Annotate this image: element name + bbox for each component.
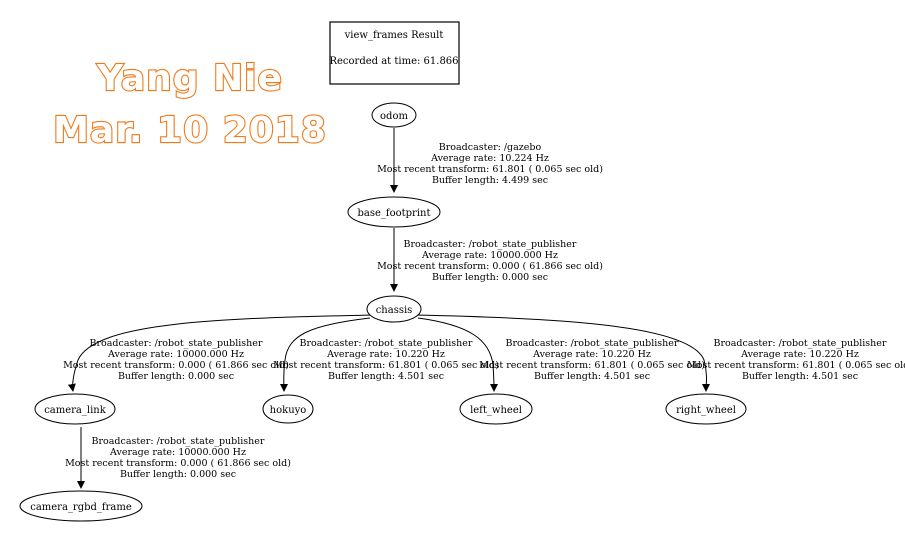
edge-label-line: Buffer length: 4.501 sec: [328, 371, 444, 382]
edge-label-line: Broadcaster: /gazebo: [439, 142, 542, 153]
edges: [67, 128, 711, 489]
node-label: odom: [380, 111, 408, 122]
edge-label-line: Buffer length: 4.501 sec: [534, 371, 650, 382]
edge-label-line: Buffer length: 0.000 sec: [118, 371, 234, 382]
edge-label-line: Most recent transform: 0.000 ( 61.866 se…: [63, 360, 289, 371]
edge-label-line: Broadcaster: /robot_state_publisher: [506, 338, 679, 349]
edge-label-line: Most recent transform: 61.801 ( 0.065 se…: [377, 164, 603, 175]
edge-label-line: Broadcaster: /robot_state_publisher: [404, 239, 577, 250]
node-label: camera_link: [44, 405, 107, 416]
edge-label-line: Buffer length: 0.000 sec: [432, 272, 548, 283]
watermark-date: Mar. 10 2018: [52, 109, 327, 152]
edge-label-line: Average rate: 10.220 Hz: [326, 349, 445, 360]
node-label: chassis: [376, 305, 413, 316]
title-text: view_frames Result: [344, 30, 444, 41]
watermark-name: Yang Nie: [96, 57, 283, 100]
recorded-time-text: Recorded at time: 61.866: [329, 56, 458, 67]
edge-label-line: Buffer length: 0.000 sec: [120, 469, 236, 480]
node-label: hokuyo: [270, 405, 307, 416]
edge-chassis-right-wheel: [413, 314, 711, 392]
edge-label-line: Most recent transform: 0.000 ( 61.866 se…: [65, 458, 291, 469]
edge-chassis-hokuyo: [279, 317, 371, 392]
edge-chassis-left-wheel: [417, 317, 498, 392]
edge-label-line: Buffer length: 4.501 sec: [742, 371, 858, 382]
edge-label-line: Average rate: 10000.000 Hz: [107, 349, 244, 360]
edge-label-line: Most recent transform: 0.000 ( 61.866 se…: [377, 261, 603, 272]
node-right-wheel[interactable]: right_wheel: [665, 393, 747, 425]
node-hokuyo[interactable]: hokuyo: [262, 394, 314, 424]
edge-label-line: Most recent transform: 61.801 ( 0.065 se…: [687, 360, 905, 371]
node-odom[interactable]: odom: [371, 102, 417, 128]
edge-label-line: Broadcaster: /robot_state_publisher: [300, 338, 473, 349]
edge-label-line: Broadcaster: /robot_state_publisher: [92, 436, 265, 447]
title-box: view_frames Result Recorded at time: 61.…: [329, 21, 460, 85]
node-label: base_footprint: [357, 208, 430, 219]
edge-label-line: Average rate: 10000.000 Hz: [421, 250, 558, 261]
node-chassis[interactable]: chassis: [366, 295, 422, 323]
nodes: odom base_footprint chassis camera_link …: [19, 102, 747, 522]
label-chassis-hokuyo: Broadcaster: /robot_state_publisher Aver…: [273, 338, 499, 382]
edge-label-line: Average rate: 10.224 Hz: [430, 153, 549, 164]
node-left-wheel[interactable]: left_wheel: [459, 393, 533, 425]
label-chassis-camera-link: Broadcaster: /robot_state_publisher Aver…: [63, 338, 289, 382]
edge-chassis-camera-link: [67, 314, 377, 392]
edge-label-line: Most recent transform: 61.801 ( 0.065 se…: [273, 360, 499, 371]
label-camera-link-rgbd: Broadcaster: /robot_state_publisher Aver…: [65, 436, 291, 480]
node-camera-link[interactable]: camera_link: [34, 393, 116, 425]
edge-label-line: Buffer length: 4.499 sec: [432, 175, 548, 186]
edge-label-line: Average rate: 10.220 Hz: [532, 349, 651, 360]
node-label: left_wheel: [470, 405, 522, 416]
node-base-footprint[interactable]: base_footprint: [347, 196, 441, 228]
edge-label-line: Broadcaster: /robot_state_publisher: [90, 338, 263, 349]
label-base-footprint-chassis: Broadcaster: /robot_state_publisher Aver…: [377, 239, 603, 283]
edge-label-line: Most recent transform: 61.801 ( 0.065 se…: [479, 360, 705, 371]
label-chassis-right-wheel: Broadcaster: /robot_state_publisher Aver…: [687, 338, 905, 382]
node-camera-rgbd-frame[interactable]: camera_rgbd_frame: [19, 490, 143, 522]
node-label: right_wheel: [676, 405, 736, 416]
label-odom-base-footprint: Broadcaster: /gazebo Average rate: 10.22…: [377, 142, 603, 186]
edge-label-line: Average rate: 10.220 Hz: [740, 349, 859, 360]
node-label: camera_rgbd_frame: [30, 502, 132, 513]
label-chassis-left-wheel: Broadcaster: /robot_state_publisher Aver…: [479, 338, 705, 382]
edge-labels: Broadcaster: /gazebo Average rate: 10.22…: [63, 142, 905, 480]
edge-label-line: Average rate: 10000.000 Hz: [109, 447, 246, 458]
edge-label-line: Broadcaster: /robot_state_publisher: [714, 338, 887, 349]
